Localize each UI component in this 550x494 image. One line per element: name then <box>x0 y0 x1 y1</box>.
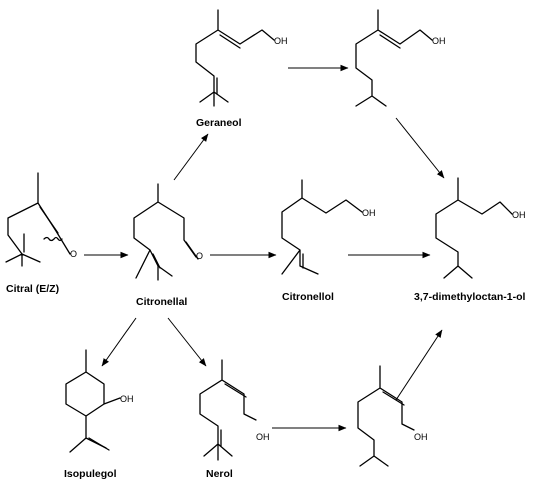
reaction-arrows <box>84 64 445 432</box>
arrow-dihydrogeraneol-to-dimethyloctanol <box>395 117 445 179</box>
dihydronerol-hydroxyl: OH <box>414 432 428 442</box>
dihydrogeraneol-hydroxyl: OH <box>432 36 446 46</box>
arrow-citronellal-to-geraneol <box>173 133 209 181</box>
isopulegol-label: Isopulegol <box>64 468 117 480</box>
geraneol-hydroxyl: OH <box>274 36 288 46</box>
nerol-structure: OH <box>199 359 270 461</box>
arrow-citronellal-to-nerol <box>167 317 207 367</box>
dimethyloctanol-hydroxyl: OH <box>512 210 526 220</box>
citral-oxygen: O <box>70 249 77 259</box>
isopulegol-hydroxyl: OH <box>120 394 134 404</box>
citronellol-hydroxyl: OH <box>362 208 376 218</box>
isopulegol-structure: OH <box>65 349 134 453</box>
citral-structure: O <box>5 172 77 267</box>
dimethyloctanol-label: 3,7-dimethyloctan-1-ol <box>414 291 526 303</box>
geraneol-structure: OH <box>195 9 288 107</box>
citronellal-structure: O <box>133 183 203 281</box>
geraneol-label: Geraneol <box>196 117 242 129</box>
citronellal-oxygen: O <box>196 251 203 261</box>
dihydronerol-structure: OH <box>357 365 428 467</box>
citral-label: Citral (E/Z) <box>6 283 59 295</box>
citronellol-label: Citronellol <box>282 291 334 303</box>
nerol-label: Nerol <box>206 468 233 480</box>
citronellol-structure: OH <box>281 179 376 275</box>
dihydrogeraneol-structure: OH <box>355 9 446 107</box>
arrow-dihydronerol-to-dimethyloctanol <box>395 329 443 401</box>
citronellal-label: Citronellal <box>136 296 187 308</box>
dimethyloctanol-structure: OH <box>435 177 526 279</box>
arrow-citronellal-to-isopulegol <box>101 317 137 367</box>
nerol-hydroxyl: OH <box>256 432 270 442</box>
